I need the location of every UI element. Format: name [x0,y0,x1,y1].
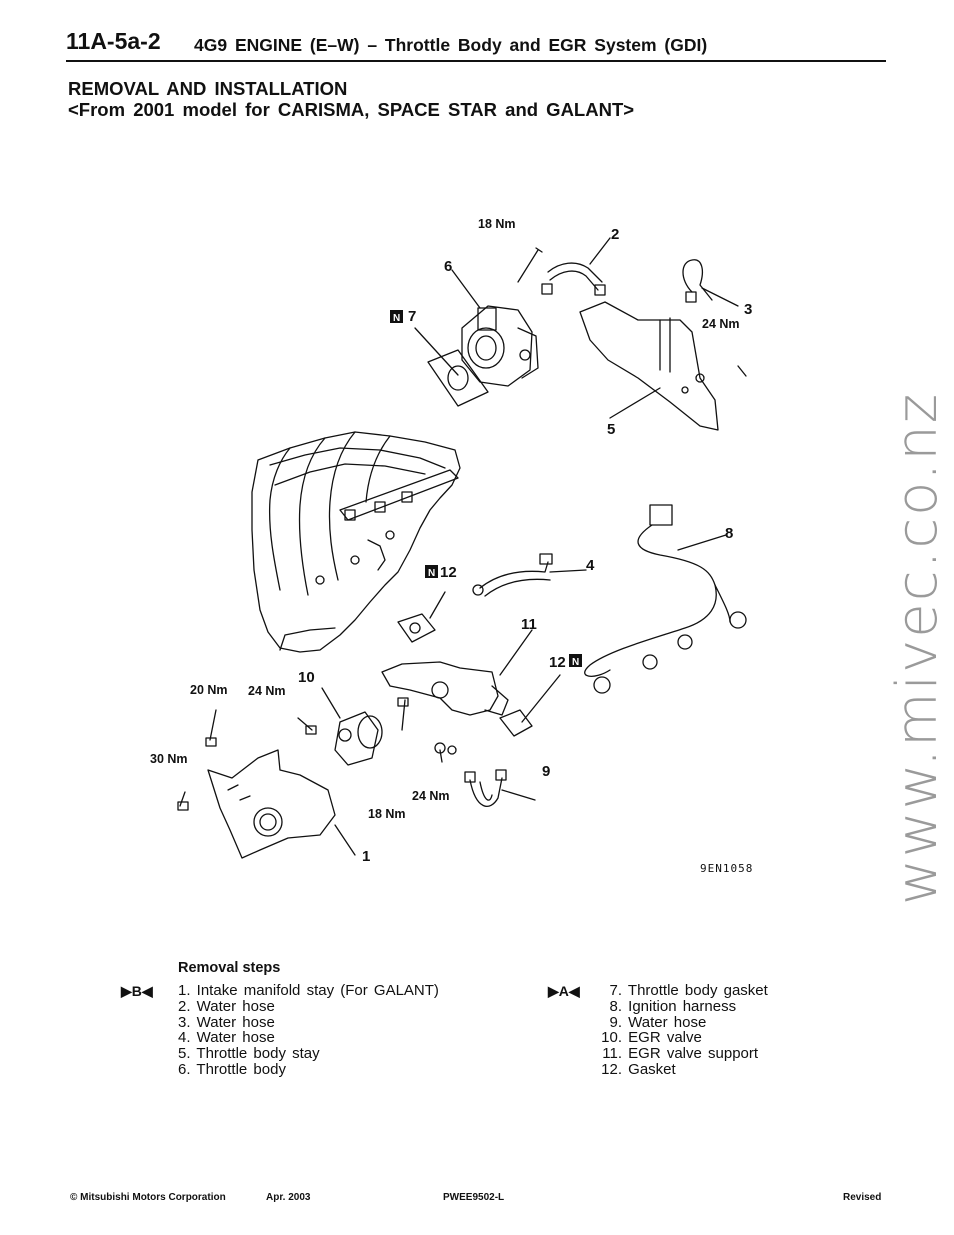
page-title: 4G9 ENGINE (E–W) – Throttle Body and EGR… [194,35,708,55]
torque-label-stay-lower: 30 Nm [150,752,188,766]
torque-label-stay-upper: 20 Nm [190,683,228,697]
step-number: 11. [602,1045,622,1063]
step-number: 12. [601,1060,622,1078]
callout-4: 4 [586,557,595,574]
callout-12-upper: 12 [440,564,457,581]
water-hose-4-drawing [479,561,549,589]
water-hose-9-drawing [469,777,503,808]
section-heading: REMOVAL AND INSTALLATION <From 2001 mode… [68,78,634,120]
new-part-mark-7: N [390,310,403,324]
list-item: 1. Intake manifold stay (For GALANT) [178,982,439,999]
exploded-view-diagram: 1 2 3 4 5 6 7 8 9 10 11 12 12 N N N 18 N… [150,217,753,875]
callout-10: 10 [298,669,315,686]
service-marker-a: ▶A◀ [548,983,580,999]
section-code: 11A-5a-2 [66,28,161,54]
callout-6: 6 [444,258,452,275]
list-item: 9. Water hose [594,1013,768,1031]
list-item: 5. Throttle body stay [178,1045,320,1063]
ignition-harness-drawing [584,504,747,694]
throttle-body-drawing [461,305,539,387]
removal-steps-title: Removal steps [178,960,281,976]
removal-steps-left: 1. Intake manifold stay (For GALANT) 2. … [178,983,439,1078]
list-item: 6. Throttle body [178,1060,286,1078]
step-text: EGR valve support [628,1045,759,1063]
section-heading-line1: REMOVAL AND INSTALLATION [68,78,348,99]
svg-text:N: N [393,313,400,324]
torque-label-egr-stud: 18 Nm [368,807,406,821]
footer-doc-code: PWEE9502-L [443,1192,505,1203]
page-header: 11A-5a-2 4G9 ENGINE (E–W) – Throttle Bod… [66,28,886,62]
callout-9: 9 [542,763,550,780]
figure-code: 9EN1058 [700,862,753,875]
list-item: 3. Water hose [178,1013,275,1031]
egr-gasket-lower-drawing [499,709,533,737]
new-part-mark-12-upper: N [425,565,438,579]
step-text: Gasket [628,1060,676,1078]
torque-label-throttle-bolt: 18 Nm [478,217,516,231]
callout-3: 3 [744,301,752,318]
torque-label-egr-bolt: 24 Nm [248,684,286,698]
list-item: 4. Water hose [178,1029,275,1047]
step-number: 9. [609,1013,622,1031]
egr-gasket-upper-drawing [397,613,436,643]
torque-label-egr-nut: 24 Nm [412,789,450,803]
footer-copyright: © Mitsubishi Motors Corporation [70,1192,226,1203]
step-text: EGR valve [628,1029,702,1047]
callout-11: 11 [521,616,537,633]
water-hose-3-drawing [682,259,713,301]
list-item: 10. EGR valve [594,1030,768,1046]
step-text: Water hose [628,1013,707,1031]
callout-1: 1 [362,848,370,865]
callout-5: 5 [607,421,615,438]
list-item: 7. Throttle body gasket [594,982,768,999]
footer-status: Revised [843,1192,882,1203]
svg-text:N: N [428,568,435,579]
intake-manifold-drawing [251,431,461,653]
step-number: 7. [609,982,622,999]
watermark: www.mivec.co.nz [885,391,950,905]
list-item: 11. EGR valve support [594,1046,768,1062]
callout-7: 7 [408,308,416,325]
step-number: 10. [601,1029,622,1047]
callout-8: 8 [725,525,733,542]
throttle-stay-drawing [579,301,719,431]
section-heading-line2: <From 2001 model for CARISMA, SPACE STAR… [68,99,635,120]
intake-manifold-stay-drawing [207,749,336,859]
egr-valve-support-drawing [381,661,499,716]
step-number: 8. [609,997,622,1015]
list-item: 12. Gasket [594,1062,768,1078]
step-text: Ignition harness [628,997,737,1015]
new-part-mark-12-lower: N [569,654,582,668]
footer-date: Apr. 2003 [266,1192,311,1203]
list-item: 2. Water hose [178,997,275,1015]
step-text: Throttle body gasket [627,982,768,999]
callout-2: 2 [611,226,619,243]
water-hose-2-drawing [547,262,603,283]
throttle-gasket-drawing [427,349,489,407]
egr-valve-drawing [334,711,383,766]
service-marker-b: ▶B◀ [121,983,153,999]
torque-label-stay-bolt: 24 Nm [702,317,740,331]
removal-steps-right: 7. Throttle body gasket 8. Ignition harn… [594,983,768,1078]
list-item: 8. Ignition harness [594,997,768,1015]
svg-text:N: N [572,657,579,668]
callout-12-lower: 12 [549,654,566,671]
